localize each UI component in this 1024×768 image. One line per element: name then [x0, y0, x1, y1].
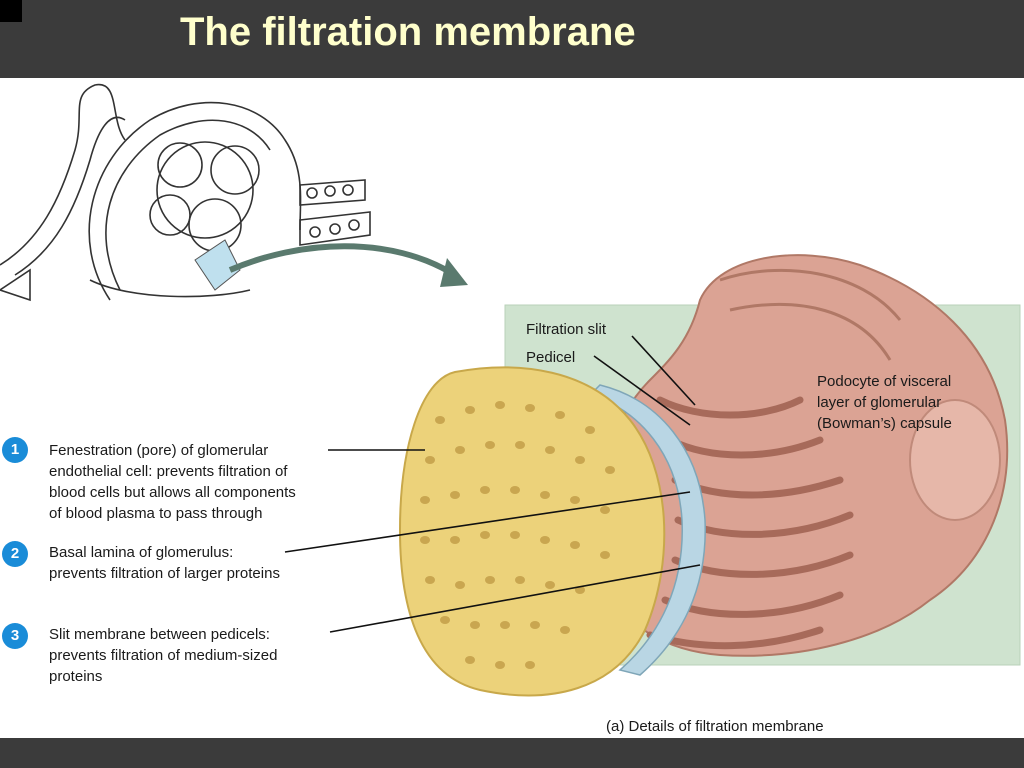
- slide-title: The filtration membrane: [180, 10, 636, 54]
- pedicel-label: Pedicel: [526, 349, 576, 366]
- leader-item-2: [284, 491, 691, 553]
- item-3-text: Slit membrane between pedicels: prevents…: [49, 626, 278, 685]
- diagram-area: Filtration slit Pedicel Podocyte of visc…: [0, 78, 1024, 738]
- leader-filtration-slit: [631, 335, 696, 406]
- item-1-text: Fenestration (pore) of glomerular endoth…: [49, 442, 296, 522]
- corner-block: [0, 0, 22, 22]
- leader-pedicel: [593, 355, 691, 426]
- figure-caption: (a) Details of filtration membrane: [606, 718, 824, 735]
- podocyte-label: Podocyte of visceral layer of glomerular…: [817, 373, 952, 432]
- zoom-arrow: [228, 243, 457, 278]
- badge-1: 1: [2, 437, 28, 463]
- footer-bar: [0, 738, 1024, 768]
- glomerulus-sketch: [0, 83, 371, 302]
- item-2-text: Basal lamina of glomerulus: prevents fil…: [49, 544, 280, 582]
- title-bar: The filtration membrane: [0, 0, 1024, 78]
- filtration-slit-label: Filtration slit: [526, 321, 607, 338]
- fenestrations: [420, 401, 615, 669]
- leader-item-3: [329, 564, 701, 633]
- endothelial-cell: [398, 366, 666, 697]
- badge-3: 3: [2, 623, 28, 649]
- zoom-arrow-head: [440, 258, 468, 287]
- badge-2: 2: [2, 541, 28, 567]
- magnified-region: [194, 239, 241, 291]
- diagram-illustration: [0, 83, 1021, 697]
- basal-lamina: [588, 384, 706, 676]
